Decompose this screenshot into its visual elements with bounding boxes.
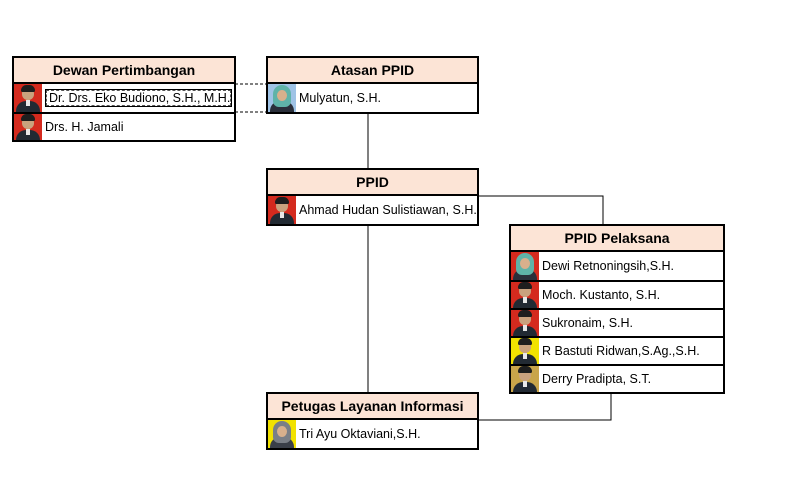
person-photo xyxy=(268,420,296,448)
member-name: Tri Ayu Oktaviani,S.H. xyxy=(299,427,421,441)
portrait-hair xyxy=(518,310,532,317)
atasan-ppid-box: Atasan PPID Mulyatun, S.H. xyxy=(266,56,479,114)
dewan-pertimbangan-title: Dewan Pertimbangan xyxy=(14,58,234,84)
portrait-hair xyxy=(518,282,532,289)
member-name: Dr. Drs. Eko Budiono, S.H., M.H. xyxy=(44,89,233,107)
member-row: Dewi Retnoningsih,S.H. xyxy=(511,252,723,280)
portrait-hair xyxy=(518,338,532,345)
portrait-hair xyxy=(518,366,532,373)
dewan-pertimbangan-box: Dewan Pertimbangan Dr. Drs. Eko Budiono,… xyxy=(12,56,236,142)
portrait-collar xyxy=(26,129,30,135)
person-photo xyxy=(511,338,539,364)
member-name: R Bastuti Ridwan,S.Ag.,S.H. xyxy=(542,344,700,358)
ppid-pelaksana-box: PPID Pelaksana Dewi Retnoningsih,S.H. Mo… xyxy=(509,224,725,394)
member-name: Mulyatun, S.H. xyxy=(299,91,381,105)
portrait-body xyxy=(270,213,294,224)
pelaksana-petugas-connector xyxy=(478,392,612,421)
portrait-body xyxy=(513,354,537,364)
member-name: Moch. Kustanto, S.H. xyxy=(542,288,661,302)
portrait-collar xyxy=(523,325,527,331)
person-photo xyxy=(511,366,539,392)
portrait-body xyxy=(513,382,537,392)
member-name: Derry Pradipta, S.T. xyxy=(542,372,652,386)
member-row: Sukronaim, S.H. xyxy=(511,308,723,336)
ppid-title: PPID xyxy=(268,170,477,196)
portrait-body xyxy=(16,130,40,140)
portrait-face xyxy=(277,426,287,437)
person-photo xyxy=(14,114,42,140)
portrait-collar xyxy=(523,353,527,359)
portrait-body xyxy=(16,101,40,112)
ppid-box: PPID Ahmad Hudan Sulistiawan, S.H. xyxy=(266,168,479,226)
person-photo xyxy=(268,196,296,224)
portrait-hair xyxy=(275,197,289,204)
member-name: Dewi Retnoningsih,S.H. xyxy=(542,259,675,273)
petugas-layanan-informasi-title: Petugas Layanan Informasi xyxy=(268,394,477,420)
member-row: R Bastuti Ridwan,S.Ag.,S.H. xyxy=(511,336,723,364)
member-row: Drs. H. Jamali xyxy=(14,112,234,140)
person-photo xyxy=(268,84,296,112)
person-photo xyxy=(14,84,42,112)
person-photo xyxy=(511,282,539,308)
member-row: Mulyatun, S.H. xyxy=(268,84,477,112)
portrait-body xyxy=(513,298,537,308)
portrait-collar xyxy=(26,100,30,106)
member-row: Derry Pradipta, S.T. xyxy=(511,364,723,392)
portrait-collar xyxy=(280,212,284,218)
portrait-hair xyxy=(21,114,35,121)
member-name: Sukronaim, S.H. xyxy=(542,316,634,330)
member-name: Ahmad Hudan Sulistiawan, S.H. xyxy=(299,203,477,217)
ppid-pelaksana-title: PPID Pelaksana xyxy=(511,226,723,252)
portrait-collar xyxy=(523,297,527,303)
atasan-ppid-title: Atasan PPID xyxy=(268,58,477,84)
portrait-face xyxy=(277,90,287,101)
member-name: Drs. H. Jamali xyxy=(45,120,124,134)
member-row: Tri Ayu Oktaviani,S.H. xyxy=(268,420,477,448)
person-photo xyxy=(511,252,539,280)
ppid-pelaksana-connector xyxy=(478,195,604,224)
portrait-collar xyxy=(523,381,527,387)
person-photo xyxy=(511,310,539,336)
portrait-face xyxy=(520,258,530,269)
member-row: Moch. Kustanto, S.H. xyxy=(511,280,723,308)
petugas-layanan-informasi-box: Petugas Layanan Informasi Tri Ayu Oktavi… xyxy=(266,392,479,450)
portrait-body xyxy=(513,326,537,336)
member-row: Dr. Drs. Eko Budiono, S.H., M.H. xyxy=(14,84,234,112)
member-row: Ahmad Hudan Sulistiawan, S.H. xyxy=(268,196,477,224)
portrait-hair xyxy=(21,85,35,92)
